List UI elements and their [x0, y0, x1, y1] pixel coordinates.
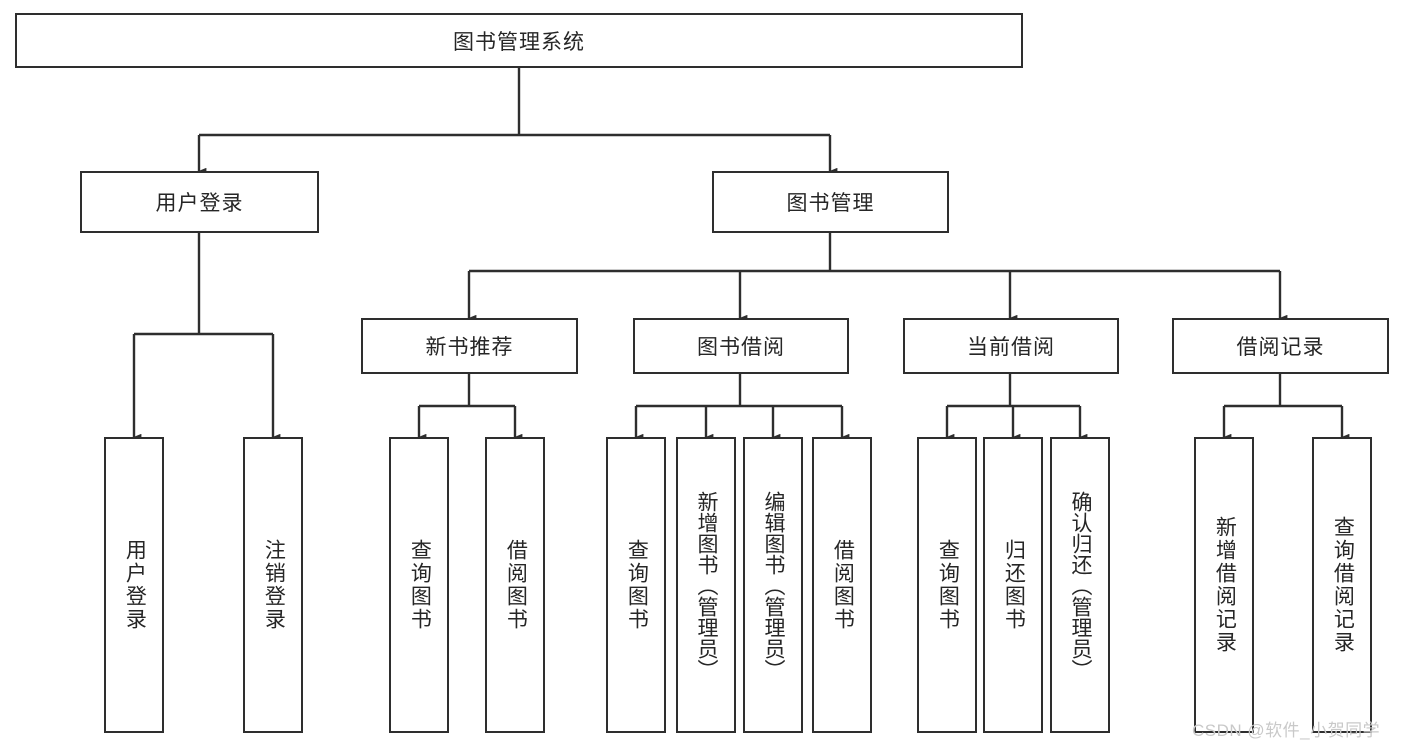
node-root[interactable]: 图书管理系统 [15, 13, 1023, 68]
node-label: 新增图书（管理员） [695, 490, 719, 680]
node-leaf5[interactable]: 查询图书 [606, 437, 666, 733]
node-bookmgmt[interactable]: 图书管理 [712, 171, 949, 233]
node-label: 新增借阅记录 [1213, 516, 1237, 654]
node-label: 用户登录 [155, 192, 244, 215]
node-label: 当前借阅 [967, 336, 1055, 359]
node-leaf7[interactable]: 编辑图书（管理员） [743, 437, 803, 733]
node-label: 借阅图书 [831, 539, 855, 631]
node-leaf12[interactable]: 新增借阅记录 [1194, 437, 1254, 733]
node-leaf10[interactable]: 归还图书 [983, 437, 1043, 733]
node-label: 图书管理系统 [453, 30, 585, 54]
node-leaf2[interactable]: 注销登录 [243, 437, 303, 733]
node-label: 确认归还（管理员） [1069, 490, 1093, 680]
connector-lines [132, 68, 1350, 441]
node-leaf11[interactable]: 确认归还（管理员） [1050, 437, 1110, 733]
node-label: 用户登录 [123, 539, 147, 631]
node-label: 新书推荐 [425, 336, 514, 359]
node-current[interactable]: 当前借阅 [903, 318, 1119, 374]
node-leaf1[interactable]: 用户登录 [104, 437, 164, 733]
node-label: 图书借阅 [697, 336, 785, 359]
node-borrow[interactable]: 图书借阅 [633, 318, 849, 374]
node-record[interactable]: 借阅记录 [1172, 318, 1389, 374]
node-leaf4[interactable]: 借阅图书 [485, 437, 545, 733]
node-label: 图书管理 [786, 192, 875, 215]
node-label: 查询图书 [936, 539, 960, 631]
node-leaf9[interactable]: 查询图书 [917, 437, 977, 733]
node-label: 注销登录 [262, 539, 286, 631]
node-label: 查询借阅记录 [1331, 516, 1355, 654]
node-leaf13[interactable]: 查询借阅记录 [1312, 437, 1372, 733]
node-label: 查询图书 [625, 539, 649, 631]
node-login[interactable]: 用户登录 [80, 171, 319, 233]
node-label: 借阅图书 [504, 539, 528, 631]
node-label: 查询图书 [408, 539, 432, 631]
node-leaf3[interactable]: 查询图书 [389, 437, 449, 733]
node-label: 借阅记录 [1236, 336, 1325, 359]
node-leaf6[interactable]: 新增图书（管理员） [676, 437, 736, 733]
node-label: 编辑图书（管理员） [762, 490, 786, 680]
node-leaf8[interactable]: 借阅图书 [812, 437, 872, 733]
node-label: 归还图书 [1002, 539, 1026, 631]
node-newbook[interactable]: 新书推荐 [361, 318, 578, 374]
